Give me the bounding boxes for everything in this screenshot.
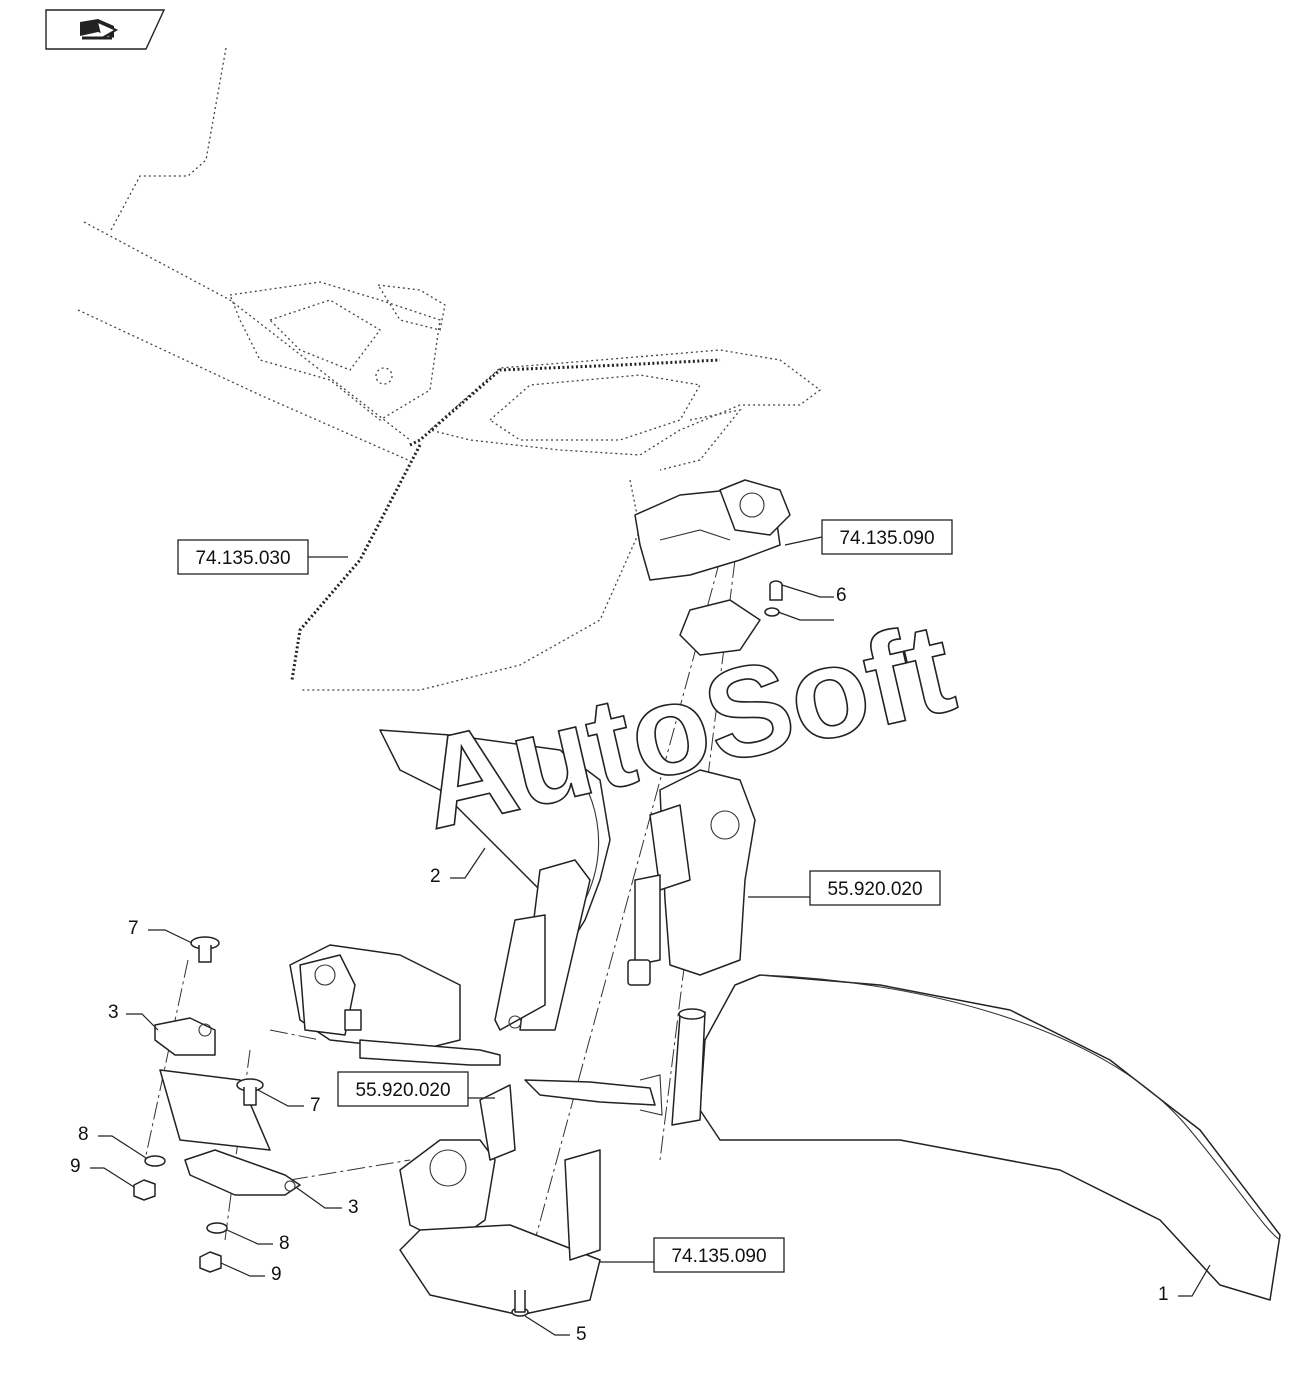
ref-box-74-135-030[interactable]: 74.135.030 [177,539,348,575]
svg-text:7: 7 [310,1095,321,1116]
svg-text:8: 8 [78,1124,89,1145]
upper-fender-panel [290,358,721,681]
callout-3b: 3 [296,1187,359,1218]
svg-text:9: 9 [70,1156,81,1177]
ref-box-74-135-090-upper[interactable]: 74.135.090 [784,519,953,555]
nut-9a [133,1179,156,1201]
mud-flap-2 [379,729,611,1031]
frame-ghost [77,47,822,691]
callout-9b: 9 [220,1262,282,1285]
callout-6: 6 [777,584,847,621]
svg-text:74.135.090: 74.135.090 [671,1246,766,1267]
svg-text:7: 7 [128,918,139,939]
svg-text:55.920.020: 55.920.020 [827,879,922,900]
svg-text:55.920.020: 55.920.020 [355,1080,450,1101]
svg-text:74.135.030: 74.135.030 [195,548,290,569]
svg-text:3: 3 [108,1002,119,1023]
svg-text:9: 9 [271,1264,282,1285]
actuator-left [289,944,501,1066]
ref-box-55-920-020-left[interactable]: 55.920.020 [337,1071,495,1107]
svg-text:2: 2 [430,866,441,887]
svg-text:6: 6 [836,585,847,606]
nav-button[interactable] [45,9,166,50]
fender-1 [524,974,1281,1301]
callout-7b: 7 [257,1089,321,1116]
svg-text:74.135.090: 74.135.090 [839,528,934,549]
nut-9b [199,1251,222,1273]
svg-text:8: 8 [279,1233,290,1254]
pin-7a [190,936,220,963]
callout-1: 1 [1158,1264,1211,1305]
ref-box-74-135-090-lower[interactable]: 74.135.090 [600,1237,785,1273]
washer-8a [144,1155,166,1167]
washer-8b [206,1222,228,1234]
actuator-upper [627,769,756,986]
callout-5: 5 [524,1315,587,1345]
bracket-plate-3b [184,1149,301,1196]
svg-text:3: 3 [348,1197,359,1218]
callout-3a: 3 [108,1002,159,1031]
lower-bracket [399,1084,601,1316]
pin-7b [236,1078,264,1106]
book-arrow-icon [80,19,119,40]
svg-text:1: 1 [1158,1284,1169,1305]
callout-2: 2 [430,847,486,887]
callout-7a: 7 [128,918,193,944]
bolt-5 [511,1290,529,1317]
callout-8a: 8 [78,1124,147,1159]
callout-9a: 9 [70,1156,135,1188]
callout-8b: 8 [226,1229,290,1254]
svg-text:5: 5 [576,1324,587,1345]
ref-box-55-920-020-right[interactable]: 55.920.020 [748,870,941,906]
fastener-6 [764,580,783,617]
upper-bracket [634,479,791,656]
